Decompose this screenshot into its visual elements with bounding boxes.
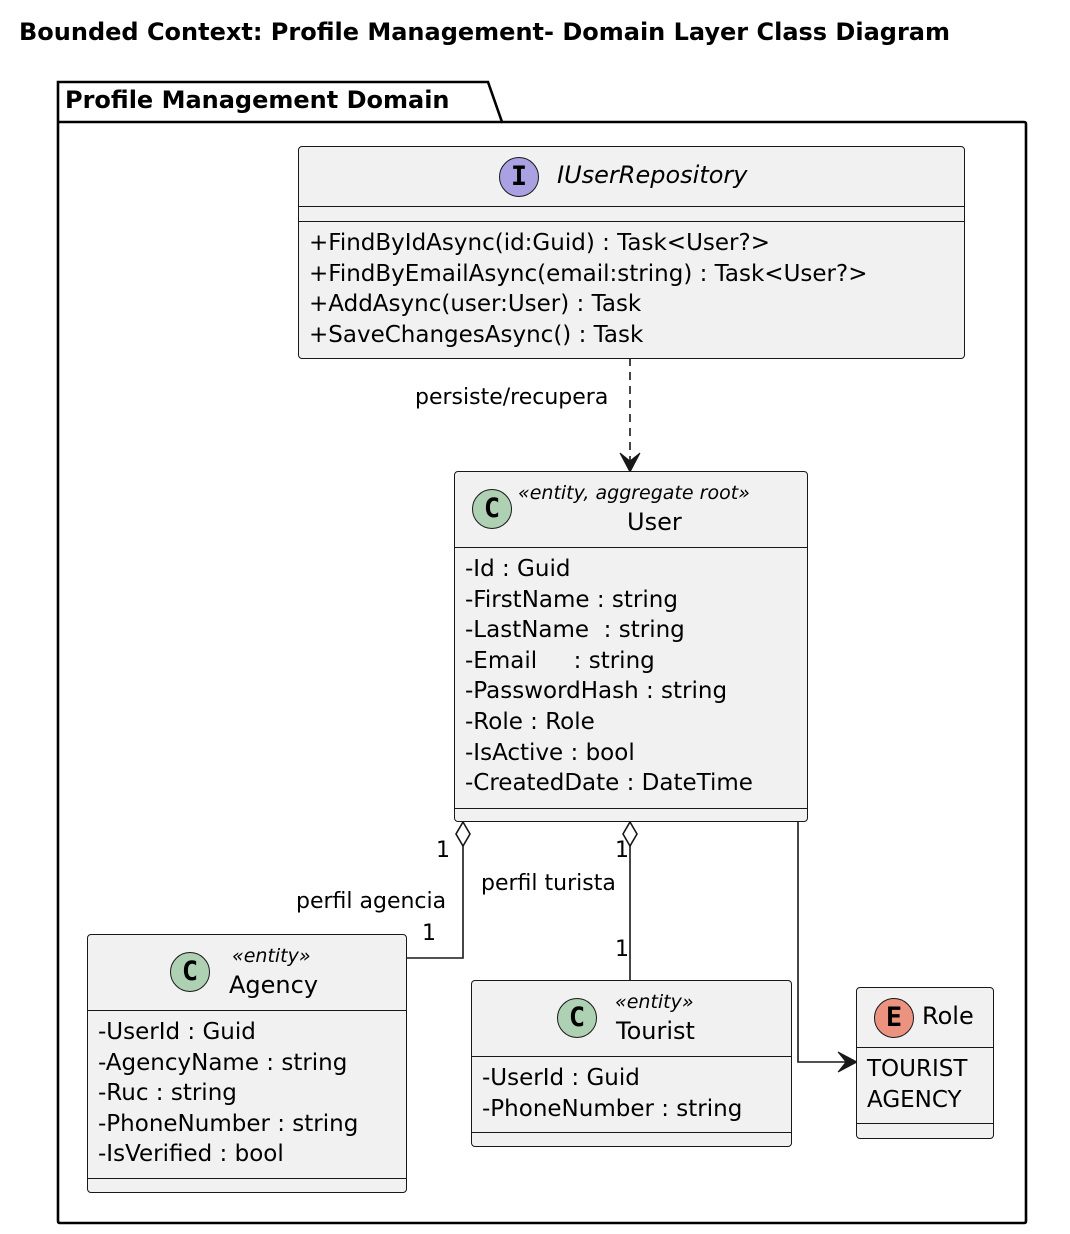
class-header: I IUserRepository <box>299 147 964 207</box>
field-item: -LastName : string <box>465 617 685 644</box>
enum-box-role[interactable]: E Role TOURIST AGENCY <box>856 987 994 1139</box>
class-header: C «entity, aggregate root» User <box>455 472 807 548</box>
method-item: +SaveChangesAsync() : Task <box>309 321 644 348</box>
field-item: -Ruc : string <box>98 1080 237 1107</box>
class-name: IUserRepository <box>557 161 748 189</box>
class-box-user[interactable]: C «entity, aggregate root» User -Id : Gu… <box>454 471 808 822</box>
class-header: C «entity» Tourist <box>472 981 791 1057</box>
class-header: C «entity» Agency <box>88 935 406 1011</box>
field-item: -PhoneNumber : string <box>98 1110 359 1137</box>
class-box-tourist[interactable]: C «entity» Tourist -UserId : Guid -Phone… <box>471 980 792 1147</box>
field-item: -Id : Guid <box>465 556 571 582</box>
field-item: -Role : Role <box>465 708 595 735</box>
field-item: -PasswordHash : string <box>465 678 728 705</box>
field-item: -CreatedDate : DateTime <box>465 770 753 797</box>
field-item: -UserId : Guid <box>98 1019 256 1045</box>
class-box-agency[interactable]: C «entity» Agency -UserId : Guid -Agency… <box>87 934 407 1193</box>
class-name: Tourist <box>616 1017 695 1045</box>
multiplicity-user-tourist-to: 1 <box>615 937 629 962</box>
class-methods: +FindByIdAsync(id:Guid) : Task<User?> +F… <box>299 222 964 350</box>
package-frame <box>56 80 1028 1225</box>
package-name: Profile Management Domain <box>65 86 450 114</box>
enum-values: TOURIST AGENCY <box>857 1048 993 1124</box>
relation-user-role <box>797 822 859 1073</box>
class-fields <box>299 207 964 222</box>
class-name: User <box>627 508 682 536</box>
relation-label-perfil-agencia: perfil agencia <box>296 889 447 914</box>
field-item: -IsActive : bool <box>465 739 635 766</box>
multiplicity-user-agency-from: 1 <box>436 838 450 863</box>
class-badge-icon: C <box>557 998 597 1038</box>
method-item: +FindByIdAsync(id:Guid) : Task<User?> <box>309 230 770 256</box>
multiplicity-user-tourist-from: 1 <box>615 838 629 863</box>
field-item: -IsVerified : bool <box>98 1141 284 1168</box>
field-item: -AgencyName : string <box>98 1049 348 1076</box>
class-badge-icon: C <box>472 489 512 529</box>
enum-badge-icon: E <box>874 998 914 1038</box>
class-fields: -UserId : Guid -PhoneNumber : string <box>472 1057 791 1133</box>
class-stereotype: «entity» <box>615 991 694 1013</box>
method-item: +AddAsync(user:User) : Task <box>309 291 642 318</box>
enum-value: TOURIST <box>867 1056 968 1082</box>
relation-repo-user <box>619 358 641 474</box>
class-box-iuserrepository[interactable]: I IUserRepository +FindByIdAsync(id:Guid… <box>298 146 965 359</box>
interface-badge-icon: I <box>499 157 539 197</box>
class-name: Agency <box>229 971 319 999</box>
class-fields: -Id : Guid -FirstName : string -LastName… <box>455 548 807 809</box>
field-item: -PhoneNumber : string <box>482 1095 743 1122</box>
relation-user-agency <box>407 820 471 959</box>
enum-name: Role <box>922 1002 974 1030</box>
method-item: +FindByEmailAsync(email:string) : Task<U… <box>309 260 868 287</box>
field-item: -FirstName : string <box>465 586 678 613</box>
relation-label-perfil-turista: perfil turista <box>481 871 616 896</box>
class-stereotype: «entity» <box>232 945 311 967</box>
multiplicity-user-agency-to: 1 <box>422 921 436 946</box>
enum-header: E Role <box>857 988 993 1048</box>
relation-label-persiste: persiste/recupera <box>415 385 609 410</box>
field-item: -UserId : Guid <box>482 1065 640 1091</box>
field-item: -Email : string <box>465 647 655 674</box>
class-stereotype: «entity, aggregate root» <box>518 482 750 504</box>
class-badge-icon: C <box>170 952 210 992</box>
enum-value: AGENCY <box>867 1086 962 1113</box>
diagram-title: Bounded Context: Profile Management- Dom… <box>19 18 950 46</box>
relation-user-tourist <box>622 820 638 980</box>
class-fields: -UserId : Guid -AgencyName : string -Ruc… <box>88 1011 406 1179</box>
